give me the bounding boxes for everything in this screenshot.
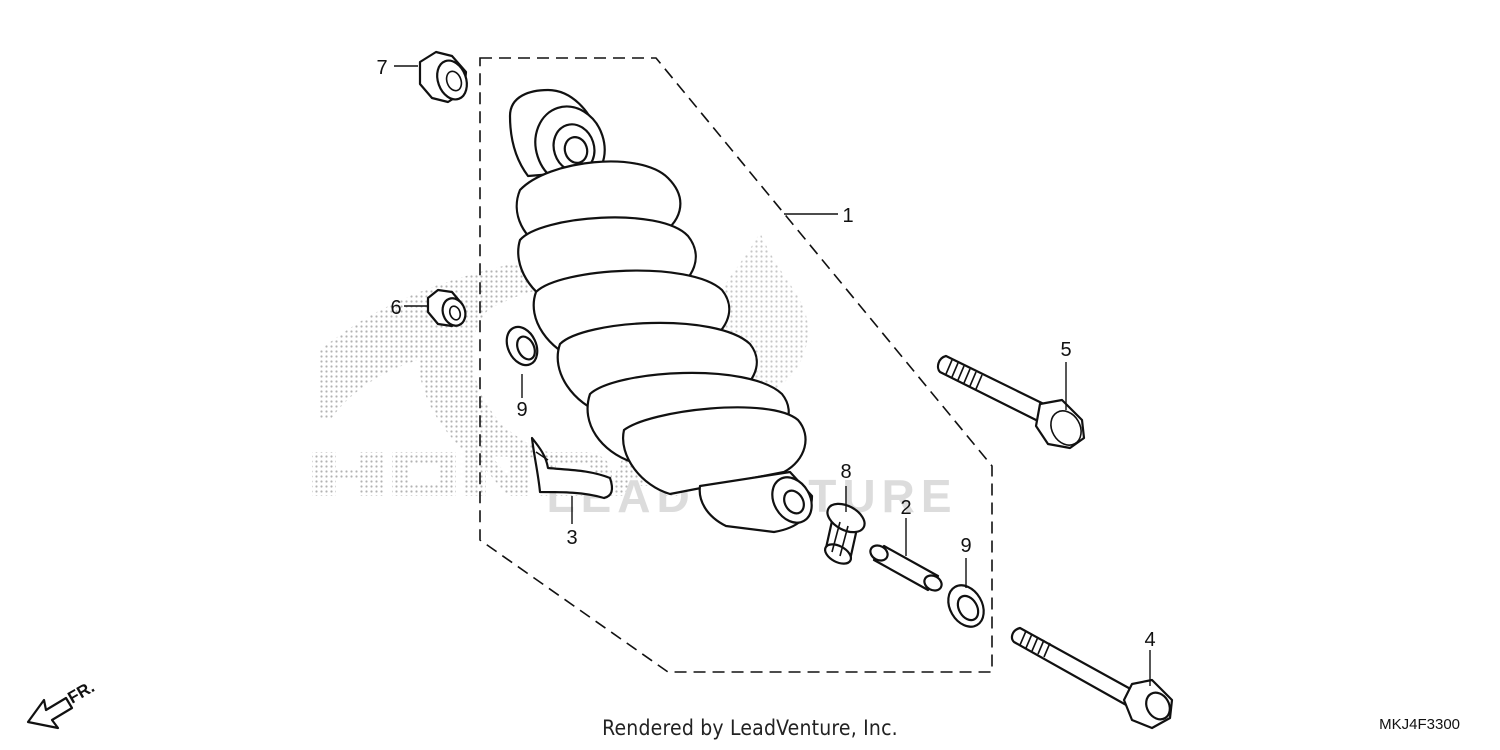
socket-bolt-4[interactable] [1010, 626, 1175, 730]
callout-9-lower[interactable]: 9 [960, 535, 971, 557]
callout-6[interactable]: 6 [390, 297, 401, 319]
flange-nut-6[interactable] [426, 288, 469, 329]
needle-bearing[interactable] [822, 498, 869, 568]
callout-2[interactable]: 2 [900, 497, 911, 519]
callout-4[interactable]: 4 [1144, 629, 1155, 651]
collar[interactable] [868, 543, 944, 594]
callout-8[interactable]: 8 [840, 461, 851, 483]
shock-absorber[interactable] [508, 88, 820, 534]
dust-seal-9a[interactable] [501, 322, 543, 370]
diagram-code: MKJ4F3300 [1379, 716, 1460, 733]
render-credit: Rendered by LeadVenture, Inc. [602, 716, 898, 740]
leader-lines [394, 65, 1151, 686]
assembly-boundary [479, 57, 993, 673]
callout-9-upper[interactable]: 9 [516, 399, 527, 421]
callout-3[interactable]: 3 [566, 527, 577, 549]
flange-bolt-5[interactable] [936, 354, 1087, 451]
callout-1[interactable]: 1 [842, 205, 853, 227]
flange-nut-7[interactable] [418, 50, 472, 104]
dust-seal-9b[interactable] [941, 579, 991, 633]
callout-5[interactable]: 5 [1060, 339, 1071, 361]
label-sticker[interactable] [530, 436, 614, 500]
callout-7[interactable]: 7 [376, 57, 387, 79]
